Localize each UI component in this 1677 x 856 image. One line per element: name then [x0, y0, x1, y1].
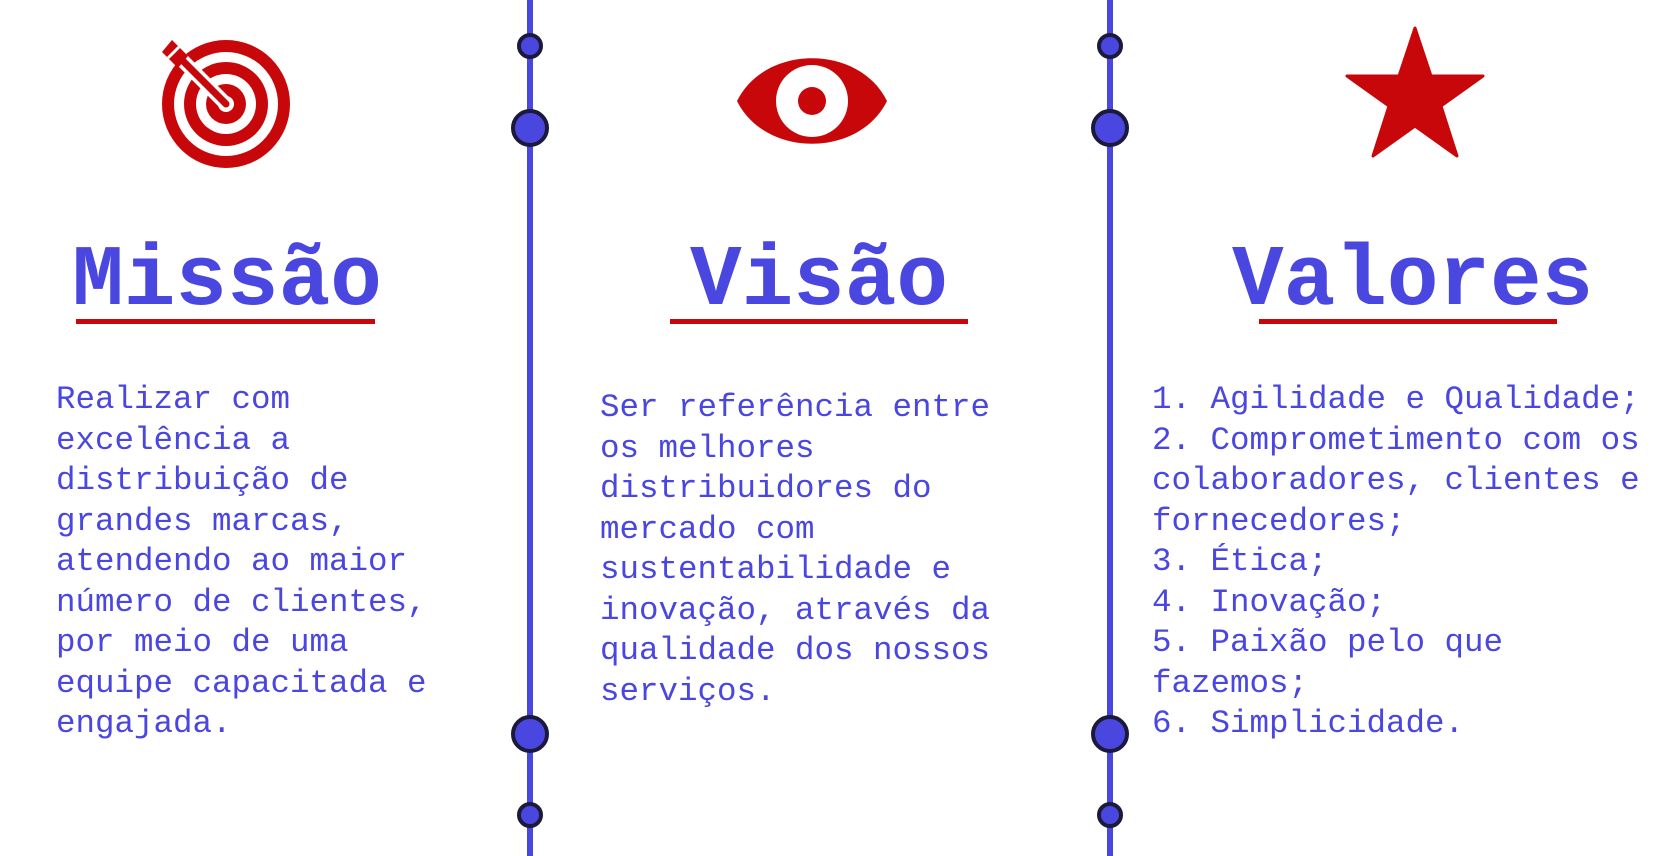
divider-dot	[511, 109, 549, 147]
values-title-underline	[1259, 319, 1557, 324]
divider-left	[527, 0, 533, 856]
list-item: 4. Inovação;	[1152, 583, 1387, 621]
divider-dot	[1091, 109, 1129, 147]
list-item: 6. Simplicidade.	[1152, 705, 1465, 742]
divider-dot	[517, 802, 543, 828]
mission-text: Realizar com excelência a distribuição d…	[56, 381, 427, 742]
target-icon	[158, 36, 294, 172]
list-item: 5. Paixão pelo que fazemos;	[1152, 624, 1504, 702]
values-title: Valores	[1232, 232, 1594, 330]
vision-title-underline	[670, 319, 968, 324]
vision-title: Visão	[689, 232, 949, 330]
divider-dot	[1097, 33, 1123, 59]
divider-dot	[511, 715, 549, 753]
list-item: 2. Comprometimento com os colaboradores,…	[1152, 421, 1640, 540]
mission-title: Missão	[72, 232, 382, 330]
eye-icon	[735, 48, 889, 154]
values-list: 1. Agilidade e Qualidade; 2. Comprometim…	[1152, 380, 1672, 745]
mission-title-underline	[76, 319, 375, 324]
divider-dot	[1097, 802, 1123, 828]
divider-right	[1107, 0, 1113, 856]
divider-dot	[517, 33, 543, 59]
divider-dot	[1091, 715, 1129, 753]
vision-text: Ser referência entre os melhores distrib…	[600, 389, 991, 710]
star-icon	[1345, 26, 1485, 158]
list-item: 3. Ética;	[1152, 543, 1328, 580]
list-item: 1. Agilidade e Qualidade;	[1152, 381, 1640, 418]
